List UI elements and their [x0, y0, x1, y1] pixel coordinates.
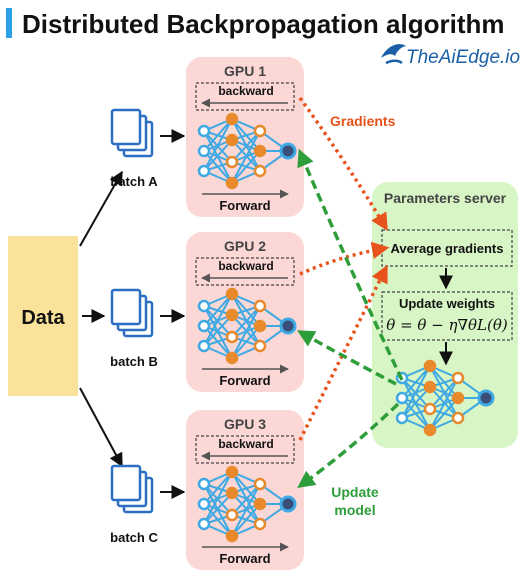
batch-label: batch C — [110, 530, 158, 545]
neural-network-icon — [197, 287, 297, 365]
gpu3-gradients-arrow — [298, 264, 388, 441]
server-neural-network-icon — [395, 359, 495, 437]
gpu-label: GPU 3 — [224, 416, 266, 432]
update-weights-box — [381, 291, 513, 341]
batch-c-document-icon — [110, 464, 154, 514]
average-gradients-box — [381, 229, 513, 267]
backward-box — [195, 257, 295, 286]
brand-name: TheAiEdge.io — [406, 47, 520, 68]
gpu-label: GPU 2 — [224, 238, 266, 254]
parameters-server-title: Parameters server — [384, 190, 507, 206]
forward-label: Forward — [219, 373, 270, 388]
page-title: Distributed Backpropagation algorithm — [22, 9, 505, 39]
neural-network-icon — [197, 465, 297, 543]
gpu2-gradients-arrow — [299, 241, 390, 276]
data-label: Data — [21, 307, 65, 329]
gradients-label: Gradients — [330, 113, 396, 129]
gpu1-gradients-arrow — [298, 96, 388, 231]
batch-b-document-icon — [110, 288, 154, 338]
title-accent-bar — [6, 8, 12, 38]
forward-label: Forward — [219, 551, 270, 566]
backward-label: backward — [218, 84, 273, 98]
forward-label: Forward — [219, 198, 270, 213]
batch-label: batch B — [110, 354, 158, 369]
backward-label: backward — [218, 437, 273, 451]
gpu-label: GPU 1 — [224, 63, 266, 79]
neural-network-icon — [197, 112, 297, 190]
average-gradients-label: Average gradients — [391, 241, 504, 256]
batch-a-document-icon — [110, 108, 154, 158]
backward-box — [195, 435, 295, 464]
update-weights-label: Update weights — [399, 296, 495, 311]
parameters-server-box — [372, 182, 518, 448]
data-to-batch-c-arrow — [79, 387, 123, 468]
data-to-batch-a-arrow — [79, 170, 123, 247]
update-gpu3-arrow — [297, 402, 400, 489]
update-formula: θ = θ − η∇θL(θ) — [386, 316, 508, 334]
brand-logo: TheAiEdge.io — [381, 44, 520, 68]
backward-label: backward — [218, 259, 273, 273]
data-box — [8, 236, 78, 396]
dolphin-icon — [381, 44, 406, 65]
update-gpu1-arrow — [297, 148, 404, 381]
batch-label: batch A — [110, 174, 158, 189]
backward-box — [195, 82, 295, 111]
